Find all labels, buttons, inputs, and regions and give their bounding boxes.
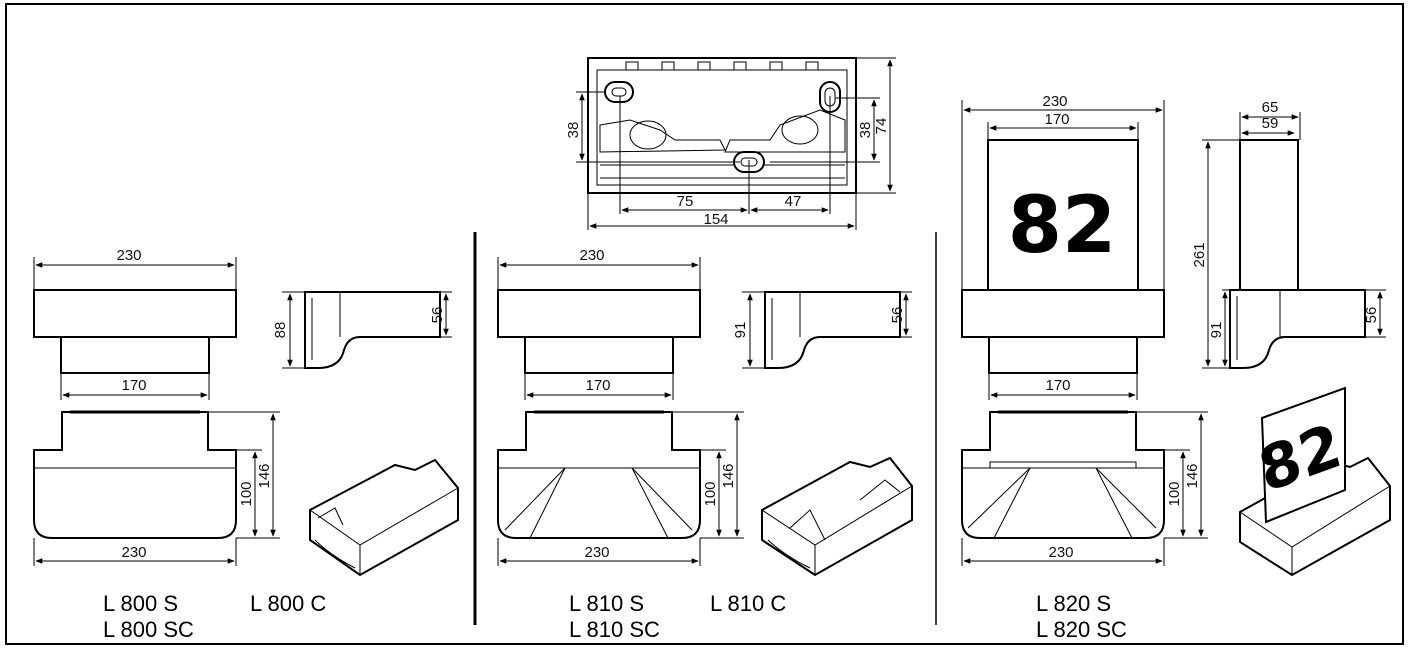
model-l820-s: L 820 S — [1036, 591, 1111, 616]
model-l800-c: L 800 C — [250, 591, 326, 616]
plate-dimensions: 154 75 47 38 38 74 — [565, 57, 896, 230]
dim-75: 75 — [677, 193, 694, 210]
dim-74: 74 — [873, 118, 890, 135]
dim-91: 91 — [1208, 322, 1225, 339]
outer-frame — [5, 3, 1404, 645]
l820-front-view: 230 170 82 170 — [961, 93, 1165, 400]
dim-56: 56 — [429, 307, 446, 324]
l800-front-view: 230 170 — [33, 247, 237, 400]
model-l810-sc: L 810 SC — [569, 617, 660, 642]
l820-iso-view: 82 — [1239, 386, 1391, 577]
dim-230-top: 230 — [579, 247, 604, 264]
house-number-plate: 82 — [1008, 181, 1117, 271]
l800-bottom-view: 230 100 146 — [33, 410, 280, 566]
dim-230-bottom: 230 — [121, 544, 146, 561]
dim-170: 170 — [1045, 377, 1070, 394]
l820-bottom-view: 230 100 146 — [961, 410, 1208, 566]
dim-38-left: 38 — [565, 122, 582, 139]
dim-100: 100 — [702, 481, 719, 506]
model-l800-sc: L 800 SC — [103, 617, 194, 642]
dim-261: 261 — [1191, 242, 1208, 267]
l810-side-view: 91 56 — [732, 291, 912, 369]
dim-100: 100 — [238, 481, 255, 506]
l820-side-view: 65 59 261 91 56 — [1191, 99, 1386, 369]
model-l810-c: L 810 C — [710, 591, 786, 616]
model-l820-sc: L 820 SC — [1036, 617, 1127, 642]
model-l810-s: L 810 S — [569, 591, 644, 616]
dim-47: 47 — [785, 193, 802, 210]
dim-230-top: 230 — [1042, 93, 1067, 110]
dim-230-top: 230 — [116, 247, 141, 264]
dim-154: 154 — [703, 211, 728, 228]
dim-91: 91 — [732, 322, 749, 339]
l800-iso-view — [309, 458, 459, 577]
l800-side-view: 88 56 — [272, 291, 452, 369]
dim-38-right: 38 — [857, 122, 874, 139]
dim-88: 88 — [272, 322, 289, 339]
dim-100: 100 — [1166, 481, 1183, 506]
dim-146: 146 — [256, 463, 273, 488]
model-l800-s: L 800 S — [103, 591, 178, 616]
dim-230-bottom: 230 — [1048, 544, 1073, 561]
dim-170: 170 — [585, 377, 610, 394]
dim-59: 59 — [1262, 115, 1279, 132]
dim-56: 56 — [889, 307, 906, 324]
dim-56: 56 — [1363, 307, 1380, 324]
dim-170-top: 170 — [1044, 111, 1069, 128]
dim-146: 146 — [1184, 463, 1201, 488]
l810-bottom-view: 230 100 146 — [497, 410, 744, 566]
l810-iso-view — [761, 456, 913, 577]
l810-front-view: 230 170 — [497, 247, 701, 400]
dim-65: 65 — [1262, 99, 1279, 116]
dim-170: 170 — [121, 377, 146, 394]
dim-146: 146 — [720, 463, 737, 488]
mounting-plate-view — [587, 57, 857, 194]
dim-230-bottom: 230 — [584, 544, 609, 561]
